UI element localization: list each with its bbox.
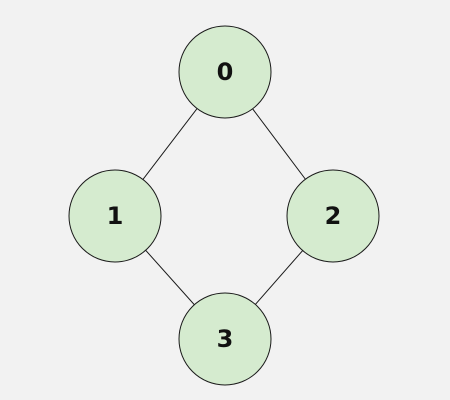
graph-node-1: 1 [68, 169, 162, 263]
nodes-layer: 0 1 2 3 [68, 25, 380, 386]
graph-node-2: 2 [286, 169, 380, 263]
node-circle [178, 25, 272, 119]
node-circle [286, 169, 380, 263]
node-circle [68, 169, 162, 263]
node-label: 2 [325, 202, 342, 230]
graph-node-0: 0 [178, 25, 272, 119]
node-label: 0 [217, 58, 234, 86]
node-circle [178, 292, 272, 386]
node-label: 3 [217, 325, 234, 353]
node-label: 1 [107, 202, 124, 230]
graph-node-3: 3 [178, 292, 272, 386]
